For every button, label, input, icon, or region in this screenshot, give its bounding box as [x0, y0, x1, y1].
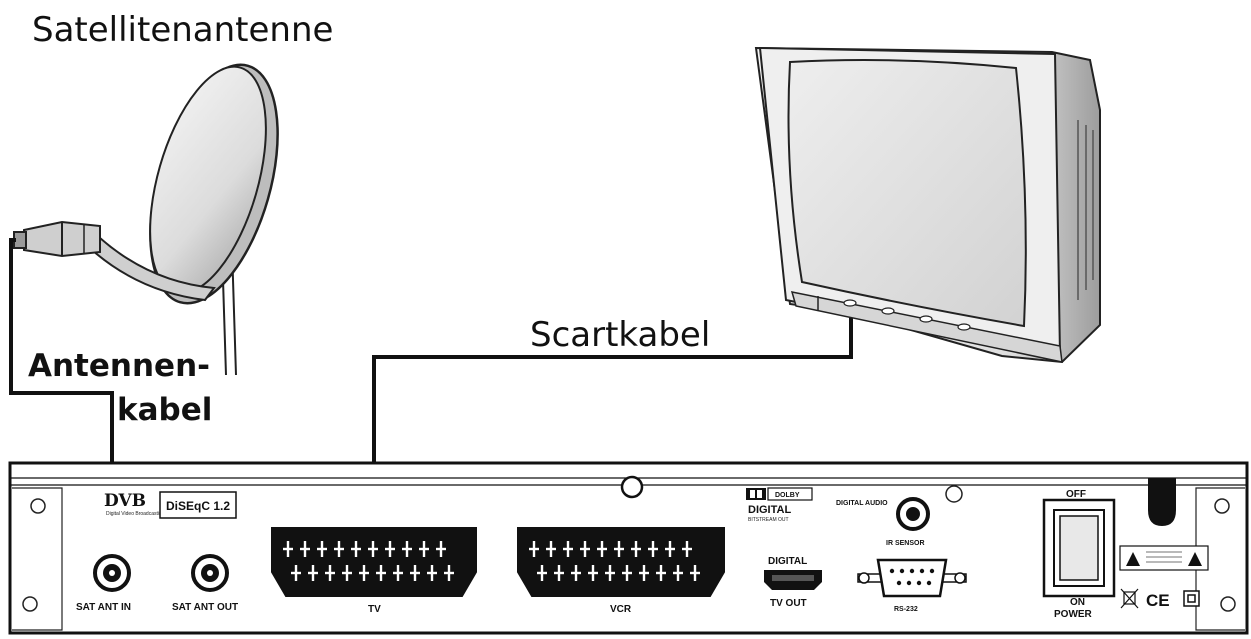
tv-scart-label: TV	[368, 604, 381, 615]
svg-text:DiSEqC 1.2: DiSEqC 1.2	[166, 499, 230, 513]
scart-pin	[563, 547, 573, 551]
power-label: POWER	[1054, 609, 1093, 620]
scart-pin	[580, 547, 590, 551]
svg-text:BITSTREAM OUT: BITSTREAM OUT	[748, 517, 789, 523]
antenna-cable-label-1: Antennen-	[28, 348, 210, 384]
svg-text:DIGITAL: DIGITAL	[748, 504, 791, 516]
svg-text:DVB: DVB	[104, 491, 146, 511]
dolby-digital-logo: DOLBY DIGITAL BITSTREAM OUT	[746, 487, 813, 523]
dvb-logo: DVB Digital Video Broadcasting	[104, 491, 165, 517]
power-off-label: OFF	[1066, 489, 1086, 500]
scart-pin	[529, 547, 539, 551]
diseqc-logo: DiSEqC 1.2	[159, 491, 237, 519]
scart-pin	[665, 547, 675, 551]
svg-text:Digital Video Broadcasting: Digital Video Broadcasting	[106, 511, 165, 517]
tv-scart-port	[271, 527, 477, 597]
scart-pin	[682, 547, 692, 551]
scart-pin	[402, 547, 412, 551]
digital-audio-port	[896, 497, 930, 531]
sat-ant-in-port	[93, 554, 131, 592]
hdmi-port	[764, 570, 822, 590]
scart-pin	[385, 547, 395, 551]
sat-ant-in-label: SAT ANT IN	[76, 602, 131, 613]
scart-pin	[588, 571, 598, 575]
power-cord	[1148, 478, 1176, 526]
scart-pin	[342, 571, 352, 575]
vcr-scart-port	[517, 527, 725, 597]
satellite-dish	[13, 63, 279, 376]
scart-pin	[605, 571, 615, 575]
scart-pin	[631, 547, 641, 551]
television	[754, 46, 1101, 364]
sat-ant-out-label: SAT ANT OUT	[172, 602, 238, 613]
tv-out-label: TV OUT	[770, 598, 807, 609]
scart-pin	[690, 571, 700, 575]
rs232-pin	[899, 568, 905, 574]
power-on-label: ON	[1070, 597, 1085, 608]
scart-pin	[291, 571, 301, 575]
rs232-pin	[919, 568, 925, 574]
scart-pin	[325, 571, 335, 575]
scart-pin	[300, 547, 310, 551]
scart-pin	[614, 547, 624, 551]
scart-pin	[622, 571, 632, 575]
ir-sensor-label: IR SENSOR	[886, 540, 925, 547]
scart-pin	[444, 571, 454, 575]
scart-pin	[317, 547, 327, 551]
antenna-cable-label-2: kabel	[117, 392, 212, 428]
scart-pin	[283, 547, 293, 551]
rs232-pin	[896, 580, 902, 586]
digital-audio-label: DIGITAL AUDIO	[836, 500, 888, 507]
scart-pin	[597, 547, 607, 551]
rs232-pin	[889, 568, 895, 574]
power-switch	[1042, 498, 1116, 598]
warning-label	[1119, 545, 1209, 571]
scart-pin	[571, 571, 581, 575]
scart-pin	[410, 571, 420, 575]
scart-pin	[393, 571, 403, 575]
scart-pin	[673, 571, 683, 575]
scart-pin	[546, 547, 556, 551]
vcr-scart-label: VCR	[610, 604, 632, 615]
scart-cable	[372, 312, 853, 528]
scart-pin	[554, 571, 564, 575]
ce-mark: CE	[1146, 591, 1170, 610]
rs232-port	[857, 558, 967, 598]
scart-pin	[537, 571, 547, 575]
svg-text:DOLBY: DOLBY	[775, 492, 800, 499]
scart-pin	[351, 547, 361, 551]
scart-pin	[436, 547, 446, 551]
scart-pin	[334, 547, 344, 551]
scart-pin	[639, 571, 649, 575]
scart-pin	[359, 571, 369, 575]
rs232-pin	[916, 580, 922, 586]
rs232-pin	[909, 568, 915, 574]
weee-icon	[1120, 588, 1139, 609]
scart-pin	[368, 547, 378, 551]
rs232-pin	[926, 580, 932, 586]
scart-cable-label: Scartkabel	[530, 315, 710, 355]
scart-pin	[427, 571, 437, 575]
satellite-label: Satellitenantenne	[32, 10, 333, 50]
scart-pin	[376, 571, 386, 575]
double-insulation-icon	[1183, 590, 1200, 607]
scart-pin	[308, 571, 318, 575]
scart-pin	[656, 571, 666, 575]
antenna-cable	[9, 238, 114, 565]
rs232-pin	[906, 580, 912, 586]
scart-pin	[419, 547, 429, 551]
sat-ant-out-port	[191, 554, 229, 592]
rs232-pin	[929, 568, 935, 574]
scart-pin	[648, 547, 658, 551]
rs232-label: RS-232	[894, 606, 918, 613]
digital-tv-out-label-top: DIGITAL	[768, 556, 807, 567]
